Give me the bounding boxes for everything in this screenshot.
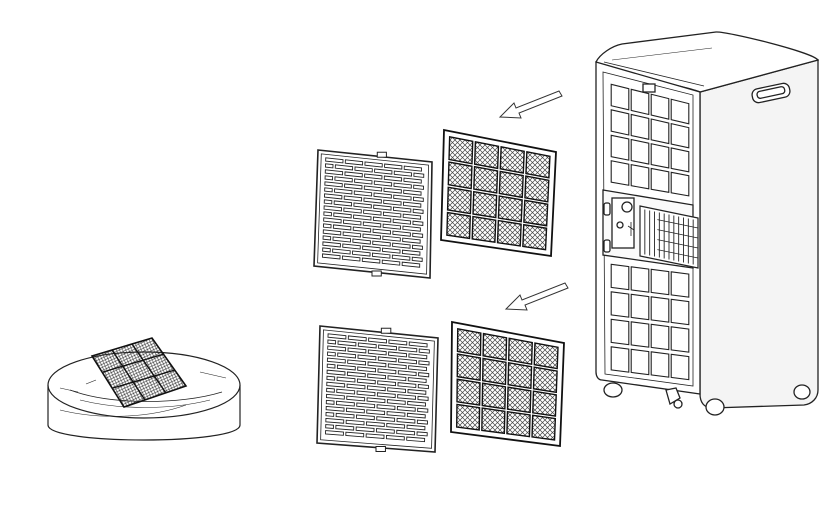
portable-air-conditioner-icon (595, 31, 820, 416)
arrow-left-icon (504, 282, 569, 311)
filter-frame-icon (313, 149, 433, 279)
water-basin-icon (47, 337, 241, 441)
filter-mesh-icon (440, 128, 557, 258)
filter-frame-icon (316, 325, 439, 453)
arrow-left-icon (498, 90, 563, 119)
filter-mesh-icon (450, 320, 565, 448)
soaking-filter-icon (90, 337, 188, 408)
